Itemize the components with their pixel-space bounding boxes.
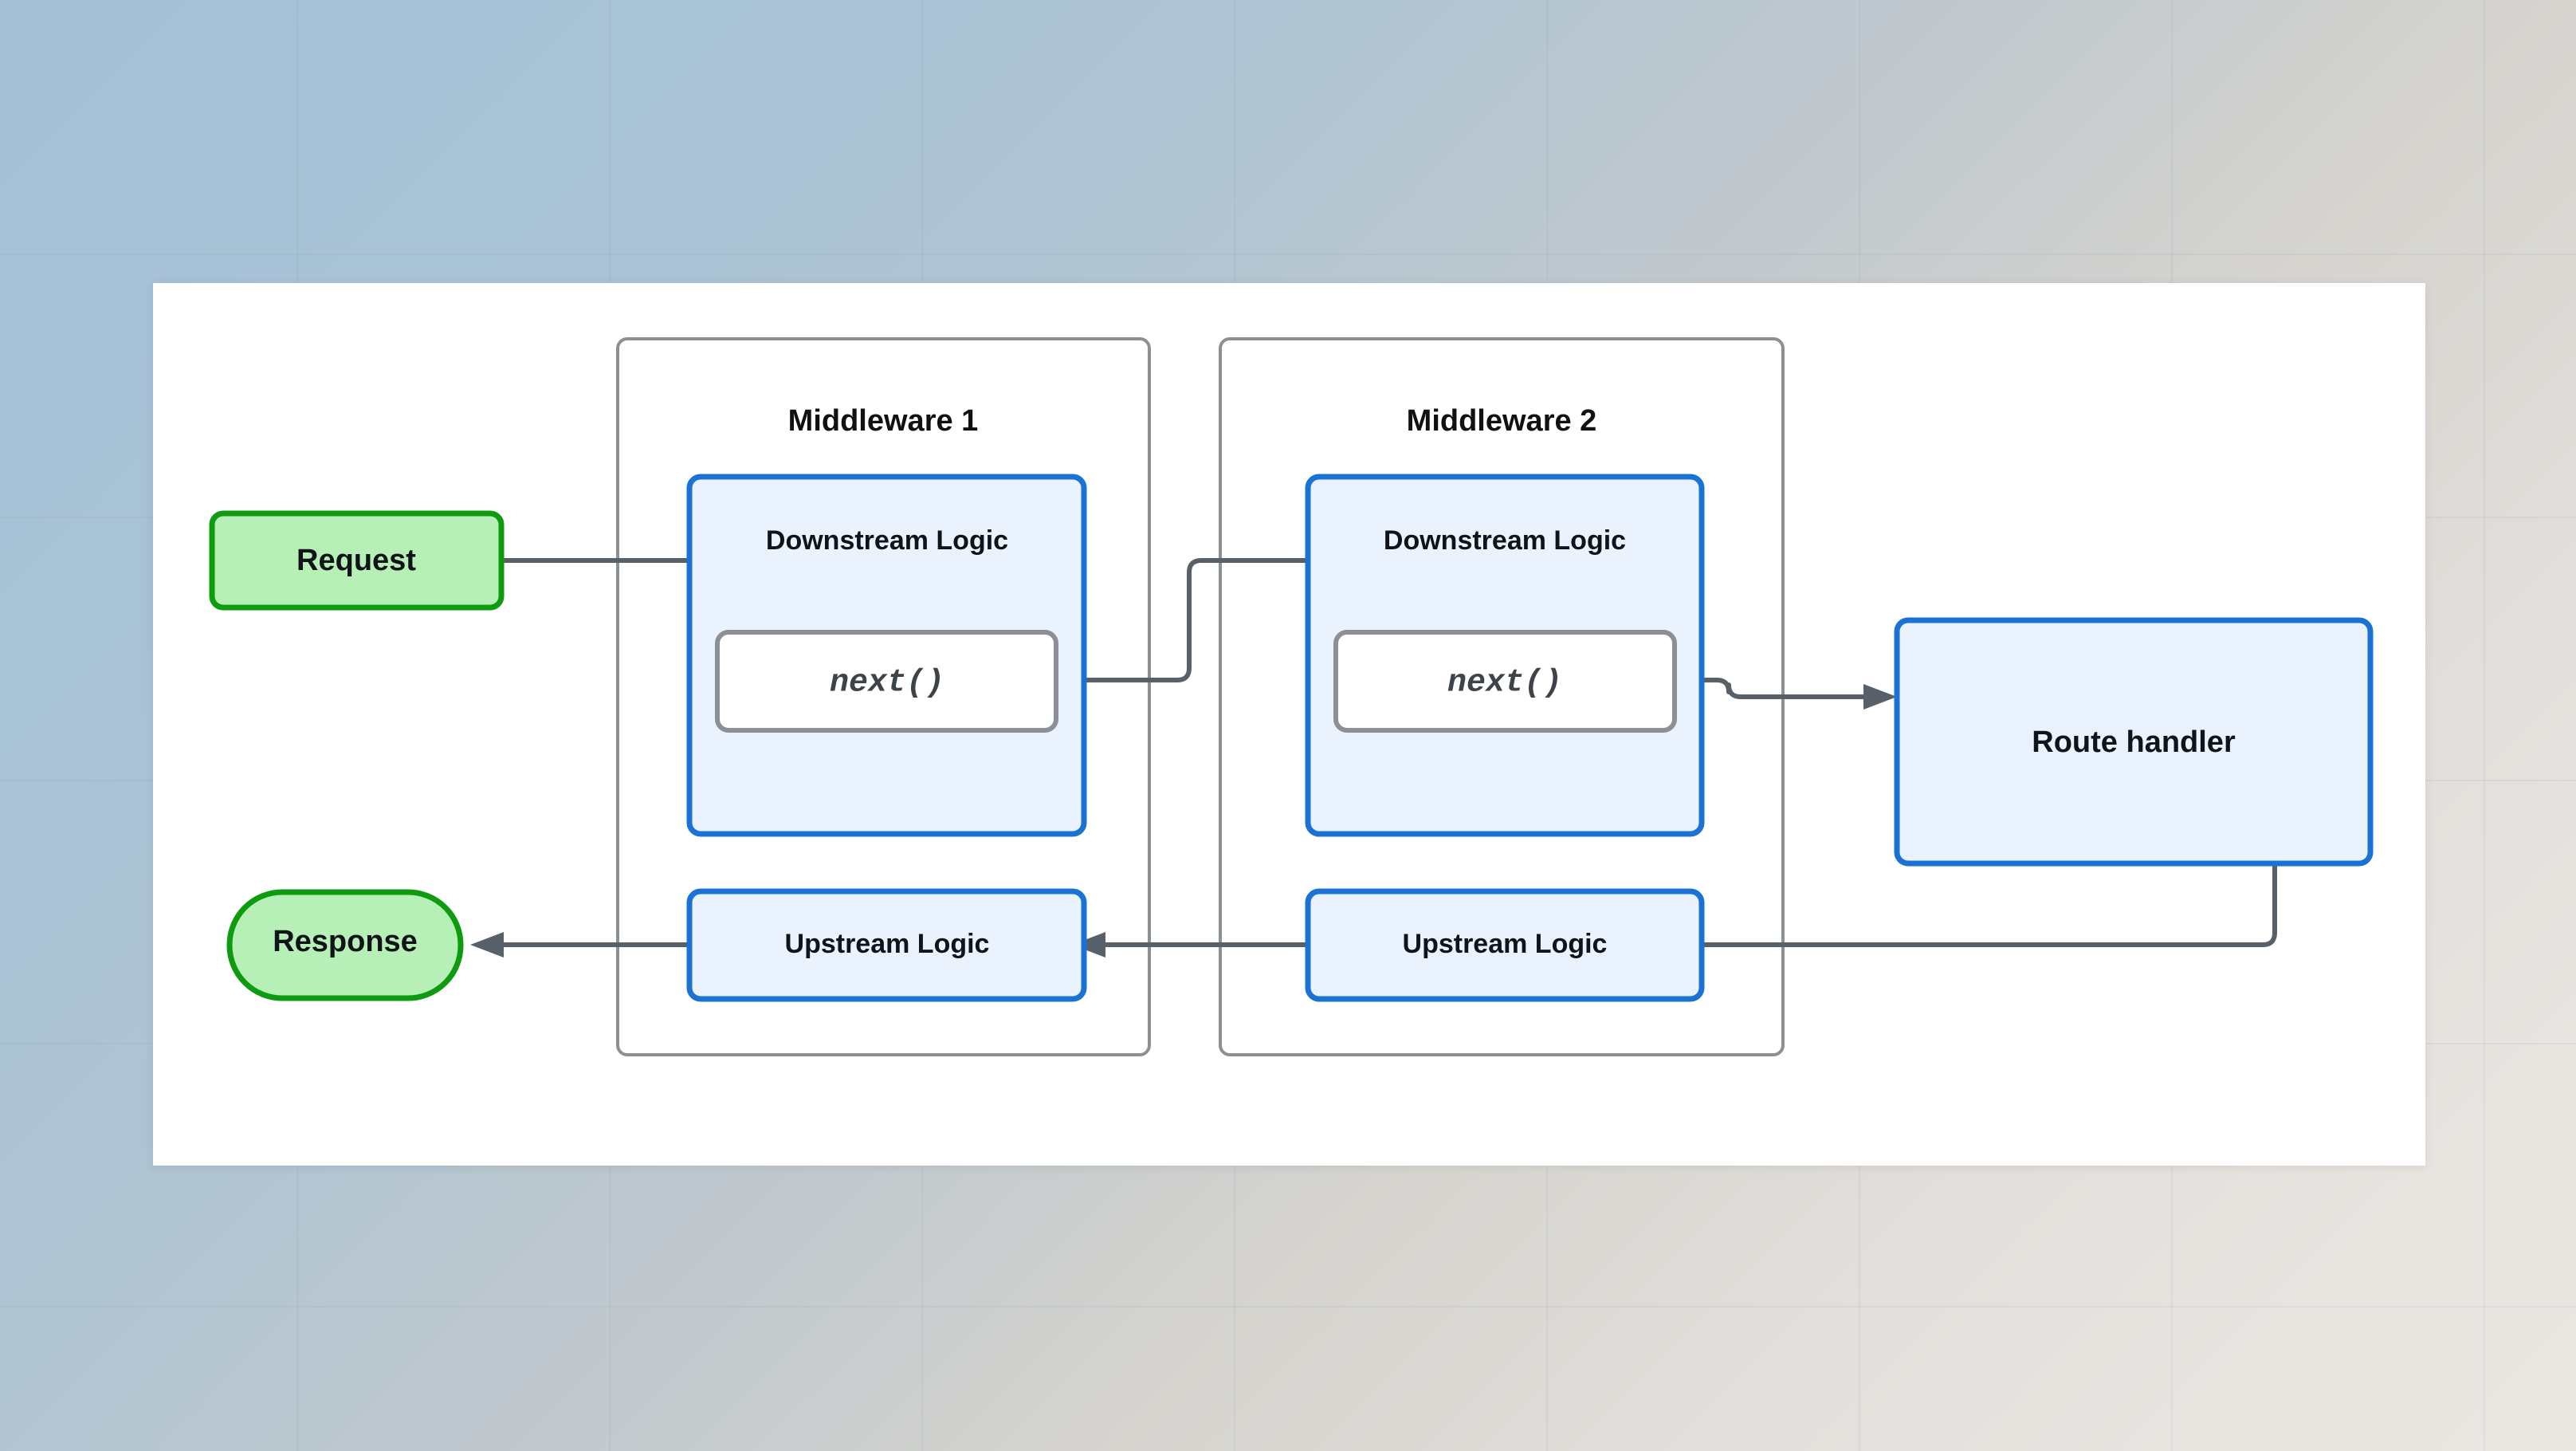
node-response[interactable]: Response xyxy=(226,889,464,1001)
node-next-2-box[interactable] xyxy=(1333,630,1677,733)
node-response-label: Response xyxy=(273,925,418,958)
node-route-handler-box[interactable] xyxy=(1894,617,2374,867)
node-downstream-logic-1[interactable]: Downstream Logic next() xyxy=(686,474,1087,837)
node-downstream-logic-2-label: Downstream Logic xyxy=(1384,525,1626,556)
arrow-head-icon xyxy=(1072,932,1105,958)
subgraph-middleware-2-title: Middleware 2 xyxy=(1407,404,1597,438)
node-route-handler[interactable]: Route handler xyxy=(1894,617,2374,867)
diagram-card: Middleware 1 Middleware 2 xyxy=(153,283,2425,1166)
node-route-handler-label: Route handler xyxy=(2032,726,2236,759)
node-next-2-label: next() xyxy=(1447,666,1562,702)
node-request-box[interactable] xyxy=(209,510,505,611)
node-upstream-logic-2-box[interactable] xyxy=(1305,888,1705,1002)
node-upstream-logic-1-box[interactable] xyxy=(686,888,1087,1002)
flowchart-canvas: Middleware 1 Middleware 2 xyxy=(209,337,2374,1056)
arrow-head-icon xyxy=(1863,684,1897,710)
node-next-1[interactable]: next() xyxy=(715,630,1058,733)
node-next-1-label: next() xyxy=(830,666,944,702)
node-request[interactable]: Request xyxy=(209,510,505,611)
node-upstream-logic-2-label: Upstream Logic xyxy=(1403,929,1608,959)
arrow-head-icon xyxy=(470,932,504,958)
node-next-1-box[interactable] xyxy=(715,630,1058,733)
node-downstream-logic-1-label: Downstream Logic xyxy=(766,525,1008,556)
subgraph-middleware-1-title: Middleware 1 xyxy=(788,404,979,438)
node-upstream-logic-1[interactable]: Upstream Logic xyxy=(686,888,1087,1002)
edge-next2-to-route-handler xyxy=(1675,678,1897,710)
node-next-2[interactable]: next() xyxy=(1333,630,1677,733)
node-request-label: Request xyxy=(296,544,416,577)
node-upstream-logic-1-label: Upstream Logic xyxy=(785,929,990,959)
node-downstream-logic-2[interactable]: Downstream Logic next() xyxy=(1305,474,1705,837)
node-response-box[interactable] xyxy=(226,889,464,1001)
node-upstream-logic-2[interactable]: Upstream Logic xyxy=(1305,888,1705,1002)
